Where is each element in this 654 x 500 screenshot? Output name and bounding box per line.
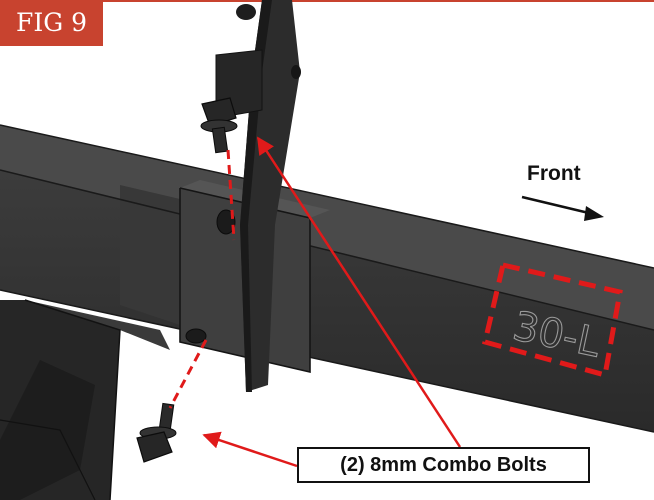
leader-arrow — [202, 431, 298, 468]
part-marking-highlight — [482, 262, 623, 379]
front-direction-label: Front — [527, 162, 581, 185]
dashed-alignment-line — [168, 339, 208, 409]
front-direction-arrow — [521, 195, 604, 221]
lower-bracket — [0, 299, 170, 500]
callout-label: (2) 8mm Combo Bolts — [297, 447, 590, 483]
bolt-icon — [200, 97, 238, 154]
bolt-icon — [136, 402, 177, 463]
frame-tube — [0, 124, 654, 433]
figure-label: FIG 9 — [0, 0, 103, 46]
dashed-alignment-line — [226, 149, 236, 241]
leader-arrow — [256, 136, 462, 448]
